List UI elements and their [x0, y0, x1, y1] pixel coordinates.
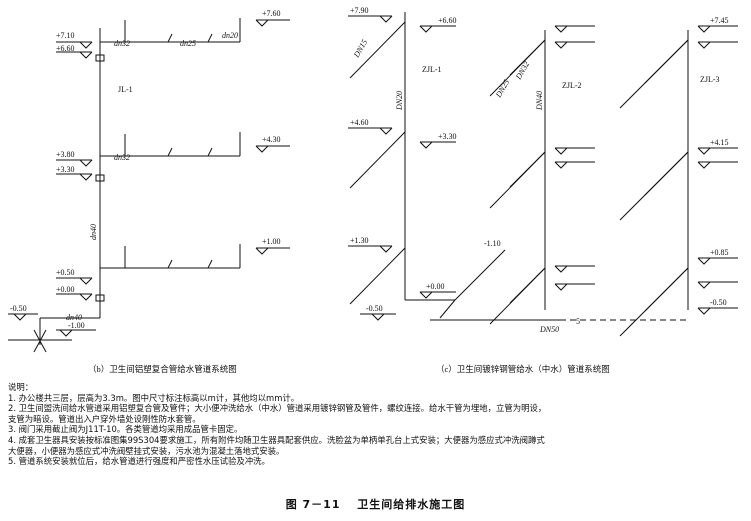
elev-c-m050-b: -0.50	[710, 298, 727, 307]
note-line-4: 3. 阀门采用截止阀为J11T-10。各类管道均采用成品管卡固定。	[8, 424, 243, 435]
elev-b-710: +7.10	[56, 31, 75, 40]
riser-b-label: JL-1	[118, 85, 133, 94]
elev-c-460: +4.60	[350, 118, 369, 127]
elev-b-100: +1.00	[262, 237, 281, 246]
elev-b-330: +3.30	[56, 165, 75, 174]
panel-b-pipes	[8, 18, 241, 353]
panel-c-elevation-marks	[348, 15, 738, 321]
dn-c-4: DN32	[513, 60, 531, 82]
note-line-5: 4. 成套卫生器具安装按标准图集99S304要求施工，所有附件均随卫生器具配套供…	[8, 434, 545, 445]
dn-c-2: DN20	[395, 91, 404, 111]
elev-b-430: +4.30	[262, 135, 281, 144]
elev-b-660: +6.60	[56, 44, 75, 53]
panel-b-labels: +7.60 +7.10 +6.60 +4.30 +3.80 +3.30 +1.0…	[10, 9, 281, 374]
dn-b-5: dn40	[66, 313, 82, 322]
note-line-1: 1. 办公楼共三层，层高为3.3m。图中尺寸标注标高以m计，其他均以mm计。	[8, 392, 300, 403]
dn-b-6: dn40	[89, 224, 98, 240]
elev-b-760: +7.60	[262, 9, 281, 18]
dn-b-1: dn32	[114, 39, 130, 48]
dn-c-1: DN15	[351, 38, 369, 60]
elev-b-m100: -1.00	[68, 321, 85, 330]
dn-b-3: dn20	[222, 31, 238, 40]
note-line-6: 大便器，小便器为感应式冲洗阀壁挂式安装，污水池为混凝土落地式安装。	[8, 445, 285, 456]
elev-c-m050: -0.50	[366, 304, 383, 313]
plumbing-system-diagram: +7.60 +7.10 +6.60 +4.30 +3.80 +3.30 +1.0…	[8, 6, 738, 374]
elev-c-085: +0.85	[710, 248, 729, 257]
notes-heading: 说明：	[8, 382, 34, 392]
figure-title: 图 7－11 卫生间给排水施工图	[285, 498, 466, 511]
dn-c-5: DN40	[535, 91, 544, 111]
riser-c-3: ZJL-3	[700, 75, 720, 84]
panel-c-caption: （c）卫生间镀锌钢管给水（中水）管道系统图	[436, 364, 610, 374]
elev-c-130: +1.30	[350, 236, 369, 245]
elev-c-415: +4.15	[710, 138, 729, 147]
note-line-7: 5. 管道系统安装就位后，给水管道进行强度和严密性水压试验及冲洗。	[8, 456, 270, 467]
dn-c-6: DN50	[539, 325, 559, 334]
panel-c-labels: +7.90 +6.60 +4.60 +3.30 +1.30 +0.00 -0.5…	[350, 6, 729, 374]
elev-c-660: +6.60	[438, 16, 457, 25]
note-line-2: 2. 卫生间盥洗间给水管道采用铝塑复合管及管件；大小便冲洗给水（中水）管道采用镀…	[8, 403, 547, 414]
elev-b-050: +0.50	[56, 268, 75, 277]
panel-c-pipes	[349, 12, 690, 337]
elev-c-000: +0.00	[426, 282, 445, 291]
design-notes: 说明： 1. 办公楼共三层，层高为3.3m。图中尺寸标注标高以m计，其他均以mm…	[8, 382, 743, 467]
riser-c-2: ZJL-2	[562, 81, 582, 90]
riser-c-1: ZJL-1	[422, 65, 442, 74]
elev-c-745: +7.45	[710, 16, 729, 25]
panel-b-caption: （b）卫生间铝塑复合管给水管道系统图	[88, 364, 237, 374]
dn-b-4: dn32	[114, 153, 130, 162]
elev-c-330: +3.30	[438, 132, 457, 141]
dn-b-2: dn25	[180, 39, 196, 48]
section-marker: 5	[576, 317, 580, 326]
note-line-3: 支管为暗设。管道出入户穿外墙处设刚性防水套管。	[8, 413, 201, 424]
elev-b-380: +3.80	[56, 150, 75, 159]
panel-b-elevation-marks	[8, 19, 290, 337]
elev-c-m110: -1.10	[484, 239, 501, 248]
elev-c-790: +7.90	[350, 6, 369, 15]
elev-b-000: +0.00	[56, 285, 75, 294]
elev-b-m050: -0.50	[10, 304, 27, 313]
dn-c-3: DN25	[493, 78, 511, 100]
